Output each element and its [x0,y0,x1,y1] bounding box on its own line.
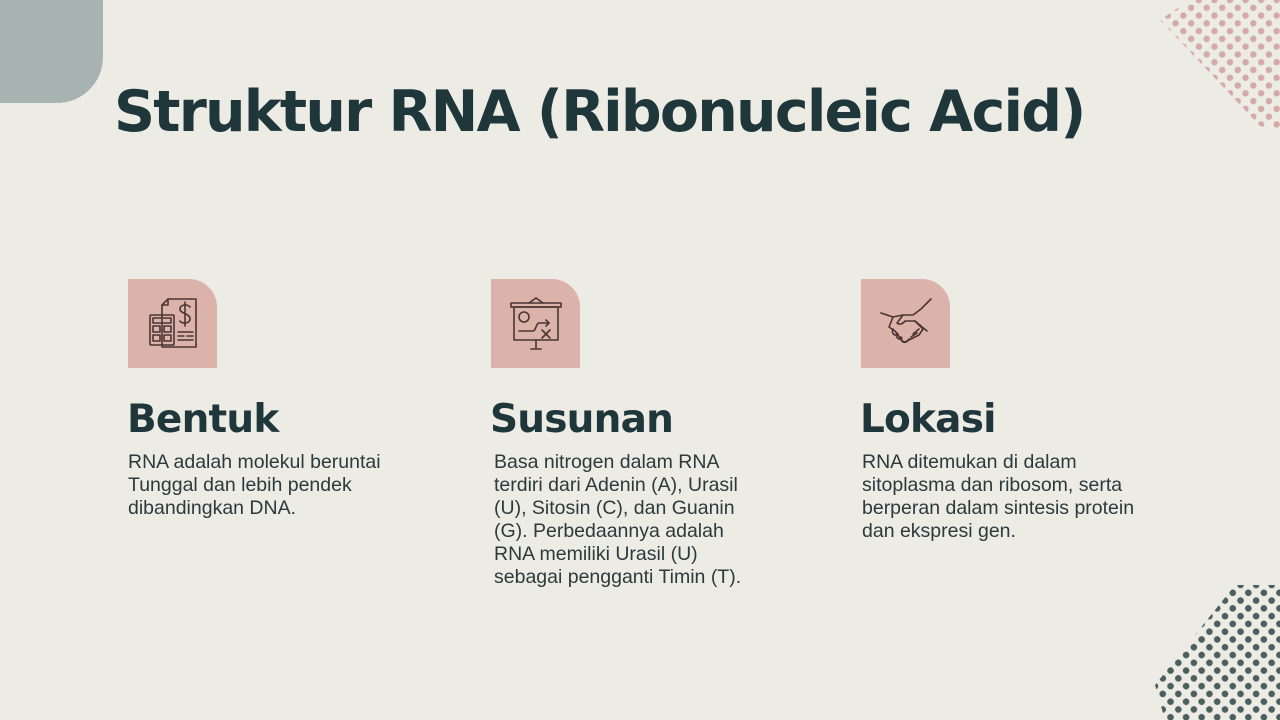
calculator-invoice-icon [148,297,197,348]
decorative-dot-pattern-top-right [1160,0,1280,130]
card-lokasi: Lokasi RNA ditemukan di dalam sitoplasma… [860,279,1191,542]
decorative-dot-pattern-bottom-right [1155,585,1280,720]
card-body: Basa nitrogen dalam RNA terdiri dari Ade… [494,451,742,588]
card-susunan: Susunan Basa nitrogen dalam RNA terdiri … [490,279,821,588]
icon-box [128,279,217,368]
card-heading: Lokasi [860,397,996,442]
card-body: RNA ditemukan di dalam sitoplasma dan ri… [862,451,1135,542]
page-title: Struktur RNA (Ribonucleic Acid) [114,79,1086,145]
decorative-corner-shape [0,0,103,103]
card-heading: Susunan [490,397,674,442]
icon-box [861,279,950,368]
handshake-icon [879,297,932,343]
presentation-strategy-icon [509,296,562,350]
card-bentuk: Bentuk RNA adalah molekul beruntai Tungg… [127,279,458,519]
icon-box [491,279,580,368]
card-heading: Bentuk [127,397,279,442]
card-body: RNA adalah molekul beruntai Tunggal dan … [128,451,381,519]
